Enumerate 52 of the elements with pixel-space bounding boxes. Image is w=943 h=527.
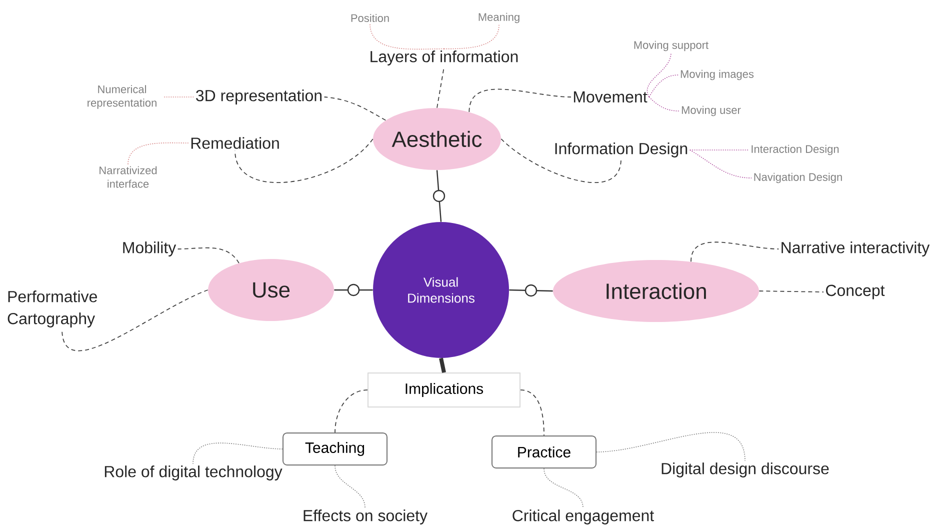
subtopic-label: Meaning	[478, 12, 520, 24]
connector	[648, 96, 680, 112]
connector	[432, 170, 446, 222]
connector	[334, 465, 366, 508]
subtopic-label: Position	[351, 14, 389, 22]
topic-box: Teaching	[282, 432, 388, 466]
connector	[324, 96, 386, 121]
connector	[234, 138, 374, 184]
topic-label: Remediation	[191, 137, 279, 149]
subtopic-label: Numerical representation	[88, 85, 156, 109]
subtopic-label: Moving images	[680, 70, 754, 80]
subtopic-label: Narrativized interface	[100, 166, 157, 188]
connector	[758, 290, 824, 292]
connector	[596, 432, 746, 462]
connector	[128, 142, 189, 165]
topic-label: Critical engagement	[512, 510, 654, 524]
connector	[334, 390, 368, 433]
connector	[439, 358, 446, 373]
connector	[520, 390, 544, 436]
topic-label: Role of digital technology	[104, 466, 282, 480]
connector	[163, 96, 194, 98]
connector	[436, 66, 444, 108]
subtopic-label: Navigation Design	[754, 172, 842, 184]
connector	[370, 23, 444, 50]
topic-label: Movement	[574, 91, 648, 103]
topic-box: Practice	[492, 435, 596, 468]
connector	[444, 24, 500, 50]
topic-label: Concept	[826, 284, 885, 300]
connector	[62, 290, 208, 352]
connector	[690, 242, 780, 262]
connector	[192, 442, 283, 464]
connector	[544, 468, 584, 508]
connector	[334, 284, 373, 296]
subtopic-label: Moving user	[682, 106, 741, 116]
connector	[500, 138, 622, 183]
connector	[646, 52, 672, 98]
subtopic-label: Moving support	[634, 40, 708, 52]
category-box: Implications	[368, 372, 520, 408]
connector	[509, 284, 553, 297]
connector	[177, 247, 240, 264]
connector	[689, 150, 752, 178]
topic-label: 3D representation	[196, 90, 322, 104]
topic-label: Performative Cartography	[8, 290, 97, 328]
topic-label: Narrative interactivity	[782, 242, 930, 256]
topic-label: Mobility	[123, 242, 176, 256]
subtopic-label: Interaction Design	[752, 144, 839, 156]
connector	[648, 74, 679, 98]
connector	[468, 88, 572, 112]
topic-label: Effects on society	[304, 510, 428, 524]
topic-label: Digital design discourse	[662, 462, 829, 478]
topic-label: Layers of information	[370, 50, 518, 66]
topic-label: Information Design	[555, 142, 688, 158]
